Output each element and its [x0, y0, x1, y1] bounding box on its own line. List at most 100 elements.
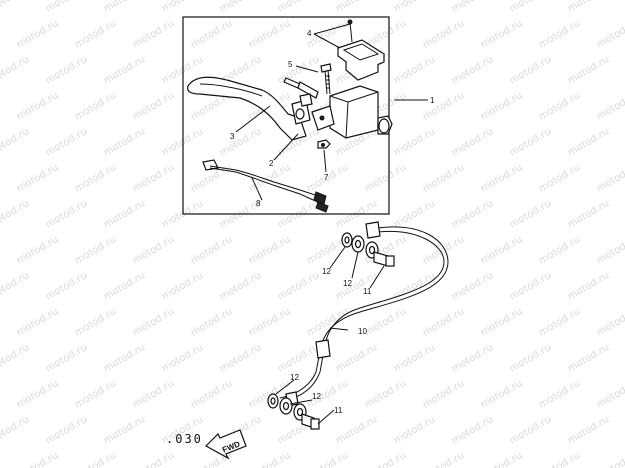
watermark-text: motod.ru: [0, 198, 31, 230]
watermark-text: motod.ru: [44, 54, 89, 86]
brake-lever: [187, 76, 313, 141]
watermark-text: motod.ru: [334, 414, 379, 446]
watermark-text: motod.ru: [247, 18, 292, 50]
watermark-text: motod.ru: [218, 342, 263, 374]
watermark-text: motod.ru: [131, 234, 176, 266]
callout-5: 5: [288, 60, 293, 69]
watermark-text: motod.ru: [479, 450, 524, 468]
watermark-text: motod.ru: [537, 90, 582, 122]
watermark-text: motod.ru: [392, 0, 437, 15]
watermark-text: motod.ru: [73, 90, 118, 122]
watermark-text: motod.ru: [0, 270, 31, 302]
watermark-text: motod.ru: [276, 54, 321, 86]
watermark-text: motod.ru: [0, 54, 31, 86]
watermark-text: motod.ru: [363, 450, 408, 468]
leader-lines: [235, 23, 428, 425]
watermark-text: motod.ru: [73, 162, 118, 194]
watermark-text: motod.ru: [189, 306, 234, 338]
watermark-text: motod.ru: [392, 126, 437, 158]
watermark-text: motod.ru: [595, 18, 625, 50]
callout-12-upper-right: 12: [343, 279, 352, 288]
watermark-text: motod.ru: [450, 342, 495, 374]
watermark-text: motod.ru: [595, 234, 625, 266]
watermark-text: motod.ru: [595, 450, 625, 468]
callout-12-lower-right: 12: [312, 392, 321, 401]
watermark-text: motod.ru: [508, 54, 553, 86]
watermark-text: motod.ru: [276, 342, 321, 374]
watermark-text: motod.ru: [392, 414, 437, 446]
watermark-text: motod.ru: [537, 450, 582, 468]
callout-8: 8: [256, 199, 261, 208]
watermark-text: motod.ru: [44, 198, 89, 230]
callout-11-lower: 11: [334, 406, 343, 415]
watermark-text: motod.ru: [218, 126, 263, 158]
watermark-text: motod.ru: [131, 18, 176, 50]
callout-3: 3: [230, 132, 235, 141]
watermark-text: motod.ru: [479, 378, 524, 410]
watermark-text: motod.ru: [566, 198, 611, 230]
watermark-text: motod.ru: [537, 234, 582, 266]
watermark-text: motod.ru: [131, 450, 176, 468]
callout-4: 4: [307, 29, 312, 38]
pivot-bolt: [283, 63, 332, 99]
watermark-text: motod.ru: [450, 54, 495, 86]
watermark-text: motod.ru: [566, 342, 611, 374]
callout-7: 7: [324, 173, 329, 182]
brake-switch: [202, 159, 329, 213]
upper-banjo-fitting: [341, 232, 395, 267]
watermark-text: motod.ru: [73, 450, 118, 468]
watermark-text: motod.ru: [73, 18, 118, 50]
assembly-frame: [182, 16, 390, 215]
watermark-text: motod.ru: [508, 270, 553, 302]
watermark-text: motod.ru: [421, 450, 466, 468]
watermark-text: motod.ru: [15, 450, 60, 468]
watermark-text: motod.ru: [508, 126, 553, 158]
watermark-text: motod.ru: [537, 162, 582, 194]
watermark-text: motod.ru: [131, 306, 176, 338]
watermark-text: motod.ru: [102, 198, 147, 230]
watermark-text: motod.ru: [0, 414, 31, 446]
watermark-text: motod.ru: [334, 342, 379, 374]
watermark-text: motod.ru: [421, 378, 466, 410]
watermark-text: motod.ru: [102, 54, 147, 86]
watermark-text: motod.ru: [392, 342, 437, 374]
watermark-text: motod.ru: [595, 162, 625, 194]
watermark-text: motod.ru: [189, 378, 234, 410]
watermark-text: motod.ru: [450, 198, 495, 230]
watermark-text: motod.ru: [131, 90, 176, 122]
callout-12-upper-left: 12: [322, 267, 331, 276]
watermark-text: motod.ru: [247, 234, 292, 266]
watermark-text: motod.ru: [595, 378, 625, 410]
watermark-text: motod.ru: [508, 0, 553, 15]
watermark-text: motod.ru: [247, 306, 292, 338]
watermark-text: motod.ru: [189, 234, 234, 266]
watermark-text: motod.ru: [392, 54, 437, 86]
watermark-text: motod.ru: [479, 234, 524, 266]
nut: [317, 139, 331, 149]
watermark-text: motod.ru: [363, 162, 408, 194]
watermark-text: motod.ru: [305, 450, 350, 468]
watermark-text: motod.ru: [334, 270, 379, 302]
watermark-text: motod.ru: [363, 306, 408, 338]
callout-1: 1: [430, 96, 435, 105]
reservoir-cap: [336, 19, 386, 81]
watermark-text: motod.ru: [15, 306, 60, 338]
watermark-text: motod.ru: [189, 18, 234, 50]
watermark-text: motod.ru: [0, 342, 31, 374]
watermark-text: motod.ru: [450, 0, 495, 15]
watermark-text: motod.ru: [508, 414, 553, 446]
watermark-text: motod.ru: [218, 270, 263, 302]
watermark-text: motod.ru: [15, 234, 60, 266]
watermark-text: motod.ru: [305, 306, 350, 338]
watermark-text: motod.ru: [508, 198, 553, 230]
watermark-text: motod.ru: [566, 126, 611, 158]
watermark-text: motod.ru: [102, 270, 147, 302]
watermark-text: motod.ru: [0, 0, 31, 15]
callout-11-upper: 11: [363, 287, 372, 296]
watermark-text: motod.ru: [102, 126, 147, 158]
watermark-text: motod.ru: [450, 414, 495, 446]
watermark-text: motod.ru: [160, 270, 205, 302]
watermark-text: motod.ru: [44, 270, 89, 302]
watermark-text: motod.ru: [421, 162, 466, 194]
watermark-text: motod.ru: [566, 270, 611, 302]
